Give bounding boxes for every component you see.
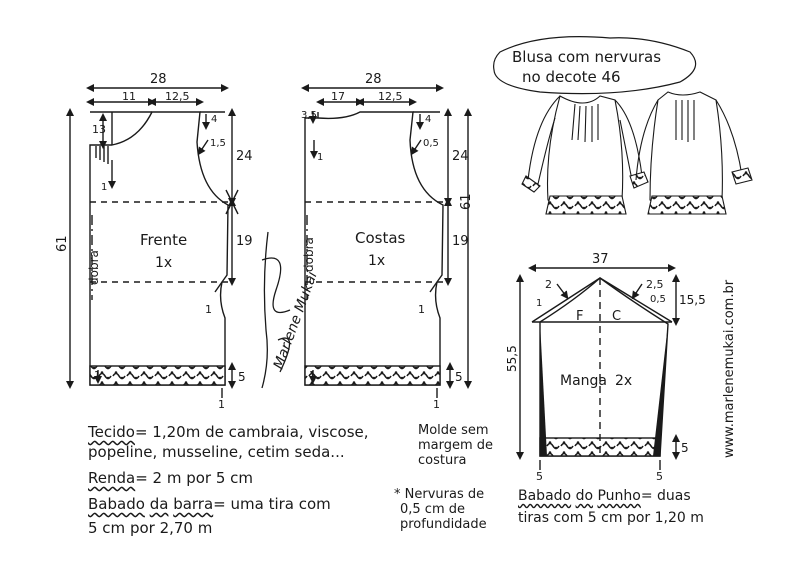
costas-side-h: 19 (452, 234, 469, 249)
fabric-note-2: popeline, musseline, cetim seda... (88, 443, 345, 461)
frente-width: 28 (150, 72, 167, 87)
frente-top-arrow: 1 (101, 182, 107, 193)
costas-total-h: 61 (459, 193, 474, 210)
ruffle-text: = uma tira com (213, 495, 331, 513)
pleat-line-1: * Nervuras de (394, 487, 485, 502)
cuff-label-2: do (575, 488, 594, 504)
costas-neck-w: 17 (331, 90, 345, 103)
frente-label: Frente (140, 231, 187, 249)
costas-side-mark: 1 (418, 303, 425, 316)
ruffle-note: Babado da barra= uma tira com (88, 495, 331, 513)
costas-fold: dobra (302, 237, 316, 272)
costas-armhole-a: 0,5 (423, 138, 439, 149)
frente-hem-mark2: 1 (94, 370, 100, 381)
manga-width: 37 (592, 252, 609, 267)
signature-flourish (261, 231, 291, 389)
cuff-note-2: tiras com 5 cm por 1,20 m (518, 510, 704, 526)
costas-hem-mark2: 1 (309, 370, 315, 381)
manga-cap-right2: 0,5 (650, 294, 666, 305)
lace-text: = 2 m por 5 cm (135, 469, 254, 487)
ruffle-label-1: Babado (88, 495, 145, 513)
fabric-label: Tecido (88, 423, 135, 441)
frente-hem-h: 5 (238, 370, 246, 384)
costas-qty: 1x (368, 253, 385, 269)
manga-total-h: 55,5 (505, 345, 519, 372)
frente-qty: 1x (155, 255, 172, 271)
costas-shoulder-drop: 4 (425, 114, 431, 125)
blouse-front-sketch (521, 95, 649, 215)
lace-note: Renda= 2 m por 5 cm (88, 469, 254, 487)
lace-label: Renda (88, 469, 136, 487)
manga-bottom-left: 5 (536, 470, 543, 483)
manga-cap-left: 2 (545, 278, 552, 291)
costas-hem-mark: 1 (433, 398, 440, 411)
frente-shoulder-w: 12,5 (165, 90, 190, 103)
cuff-label-1: Babado (518, 488, 572, 504)
manga-label: Manga (560, 373, 607, 389)
frente-armhole-h: 24 (236, 149, 253, 164)
frente-neck-w: 11 (122, 90, 136, 103)
title-line-1: Blusa com nervuras (512, 48, 661, 66)
cuff-text: = duas (640, 488, 691, 504)
manga-cap-right: 2,5 (646, 278, 664, 291)
seam-note: Molde sem margem de costura (418, 423, 494, 469)
title-line-2: no decote 46 (522, 68, 621, 86)
frente-neck-h: 13 (92, 123, 106, 136)
frente-armhole-a: 1,5 (210, 138, 226, 149)
manga-front: F (576, 309, 583, 324)
costas-shoulder-w: 12,5 (378, 90, 403, 103)
frente-total-h: 61 (55, 235, 70, 252)
costas-piece (301, 84, 472, 398)
cuff-note: Babado do Punho= duas (518, 488, 691, 504)
blouse-back-sketch (635, 91, 753, 215)
manga-qty: 2x (615, 373, 632, 389)
manga-back: C (612, 309, 621, 324)
seam-line-3: costura (418, 452, 467, 468)
fabric-note: Tecido= 1,20m de cambraia, viscose, (88, 423, 369, 441)
costas-armhole-h: 24 (452, 149, 469, 164)
costas-outline (304, 111, 444, 386)
costas-top-arrow: 1 (317, 152, 323, 163)
frente-hem-mark: 1 (218, 398, 225, 411)
ruffle-label-3: barra (173, 495, 214, 513)
pleat-note: * Nervuras de 0,5 cm de profundidade (394, 487, 487, 533)
manga-bottom-right: 5 (656, 470, 663, 483)
ruffle-label-2: da (149, 495, 169, 513)
frente-piece (66, 84, 239, 398)
manga-hem-h: 5 (681, 441, 689, 455)
pleat-line-3: profundidade (400, 516, 487, 532)
frente-outline (89, 111, 229, 386)
manga-piece (516, 264, 680, 470)
ruffle-note-2: 5 cm por 2,70 m (88, 519, 213, 537)
seam-line-2: margem de (418, 437, 494, 453)
frente-shoulder-drop: 4 (211, 114, 217, 125)
website-text: www.marlenemukai.com.br (722, 279, 737, 458)
fabric-text: = 1,20m de cambraia, viscose, (134, 423, 369, 441)
pleat-line-2: 0,5 cm de (400, 501, 465, 517)
seam-line-1: Molde sem (418, 423, 489, 438)
title-bubble (493, 36, 697, 95)
manga-cap-mark: 1 (536, 298, 542, 309)
costas-width: 28 (365, 72, 382, 87)
costas-hem-h: 5 (455, 370, 463, 384)
frente-hem-lace (89, 365, 226, 386)
costas-neck-h: 3,5 (301, 110, 317, 121)
costas-hem-lace (304, 365, 441, 386)
frente-side-h: 19 (236, 234, 253, 249)
cuff-label-3: Punho (597, 488, 641, 504)
manga-cap-h: 15,5 (679, 293, 706, 307)
frente-fold: dobra (87, 250, 101, 285)
costas-label: Costas (355, 229, 406, 247)
frente-side-mark: 1 (205, 303, 212, 316)
